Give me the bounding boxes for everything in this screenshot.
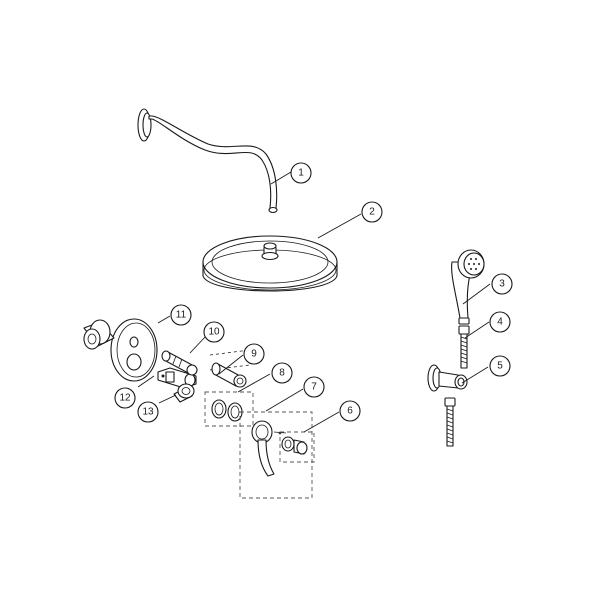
svg-text:7: 7 [311,382,317,393]
callout-11: 11 [170,304,192,326]
svg-text:6: 6 [347,406,353,417]
svg-text:11: 11 [176,310,187,321]
cartridge-stem [161,350,198,376]
callout-3: 3 [491,273,513,295]
svg-text:3: 3 [499,279,505,290]
wall-outlet-holder [427,364,468,392]
callout-2: 2 [361,201,383,223]
trim-plate [83,318,158,382]
callout-12: 12 [114,387,136,409]
callout-7: 7 [303,376,325,398]
shower-head [202,235,338,292]
svg-text:1: 1 [298,168,304,179]
callout-4: 4 [489,311,511,333]
extension-sleeve [209,349,251,388]
callout-10: 10 [203,321,225,343]
svg-text:12: 12 [119,393,131,404]
shower-arm [137,108,278,214]
lever-handle [239,411,313,499]
svg-text:10: 10 [208,327,220,338]
svg-text:4: 4 [497,317,503,328]
shower-hose [444,325,470,447]
leader-lines [137,171,491,433]
svg-text:8: 8 [279,368,285,379]
handle-cap-set [279,431,315,463]
valve-body [157,367,197,403]
callout-6: 6 [339,400,361,422]
callout-9: 9 [243,343,265,365]
callout-13: 13 [137,401,159,423]
svg-text:9: 9 [251,349,257,360]
svg-text:2: 2 [369,207,375,218]
callout-1: 1 [290,162,312,184]
callout-8: 8 [271,362,293,384]
svg-text:5: 5 [497,361,503,372]
callout-5: 5 [489,355,511,377]
hand-shower [451,249,485,325]
svg-text:13: 13 [142,407,154,418]
trim-rings [204,391,254,427]
